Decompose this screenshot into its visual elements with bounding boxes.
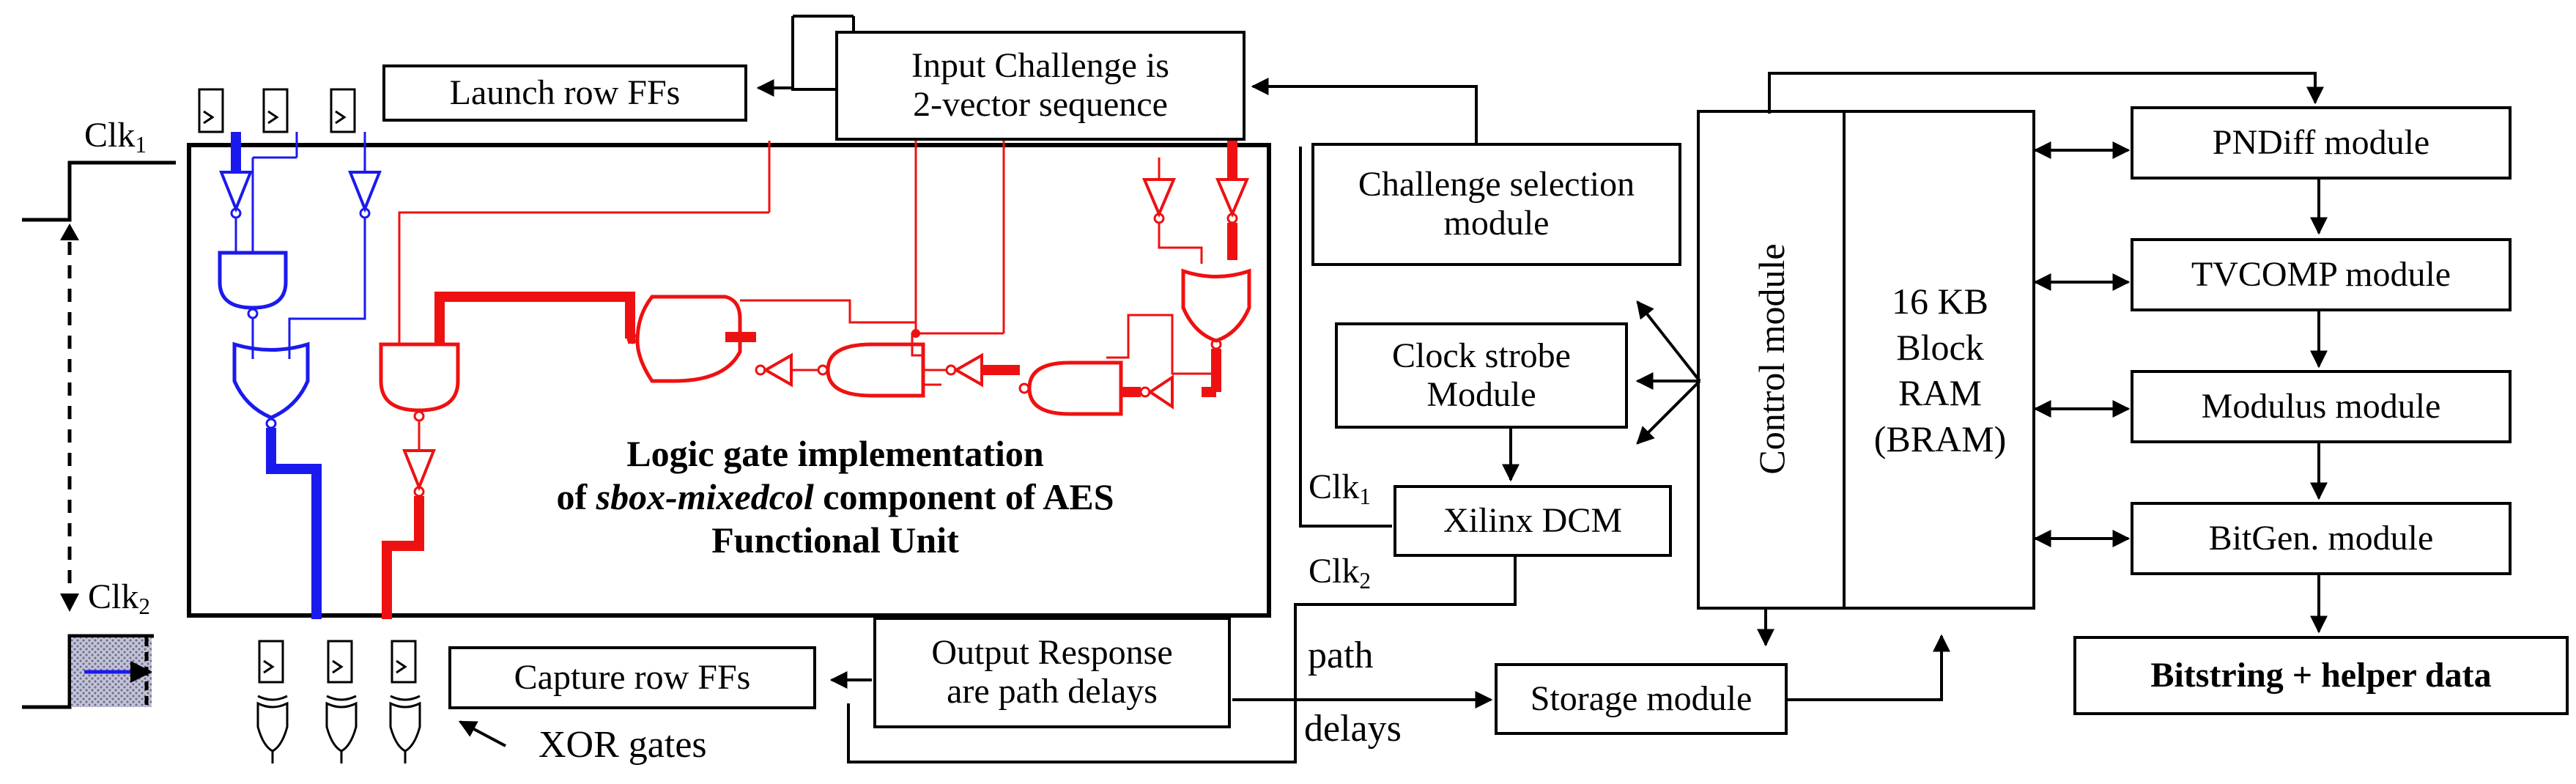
logic-caption: Logic gate implementation of sbox-mixedc… (556, 433, 1114, 561)
clk-arrow-down (60, 593, 79, 612)
challenge-selection-line1: Challenge selection (1358, 165, 1635, 204)
challenge-selection-line2: module (1443, 204, 1550, 243)
clock-strobe-line1: Clock strobe (1392, 336, 1571, 375)
clk1-dcm-label: Clk1 (1309, 467, 1371, 509)
clk1-left-label: Clk1 (84, 116, 147, 158)
logic-block (187, 143, 1271, 618)
launch-flip-flops (198, 88, 356, 133)
input-challenge-line2: 2-vector sequence (913, 85, 1168, 124)
xilinx-dcm-label: Xilinx DCM (1443, 500, 1623, 540)
bitstring-label: Bitstring + helper data (2150, 655, 2492, 695)
xor-gate-icon (256, 695, 421, 763)
clk2-left-label: Clk2 (88, 577, 150, 619)
modulus-label: Modulus module (2201, 386, 2441, 426)
connectors (756, 15, 2328, 763)
tvcomp-module-box: TVCOMP module (2131, 238, 2512, 311)
control-module-label: Control module (1750, 243, 1792, 475)
pndiff-label: PNDiff module (2212, 122, 2430, 162)
capture-row-ffs-box: Capture row FFs (448, 646, 816, 709)
control-bram-block (1697, 110, 2035, 610)
xor-gates-label: XOR gates (538, 724, 707, 766)
pndiff-module-box: PNDiff module (2131, 106, 2512, 180)
storage-module-label: Storage module (1530, 678, 1753, 718)
input-challenge-box: Input Challenge is 2-vector sequence (835, 31, 1246, 141)
capture-flip-flops (258, 640, 417, 684)
clock-strobe-box: Clock strobe Module (1335, 322, 1628, 429)
bram-label: 16 KB Block RAM (BRAM) (1873, 281, 2007, 459)
path-label: path (1308, 635, 1374, 676)
tvcomp-label: TVCOMP module (2191, 254, 2451, 294)
modulus-module-box: Modulus module (2131, 370, 2512, 443)
input-challenge-line1: Input Challenge is (911, 46, 1169, 86)
storage-module-box: Storage module (1495, 663, 1788, 735)
output-response-line1: Output Response (931, 633, 1173, 673)
clk-arrow-up (60, 223, 79, 240)
challenge-selection-box: Challenge selection module (1311, 143, 1681, 266)
clock-strobe-line2: Module (1426, 374, 1536, 414)
capture-row-label: Capture row FFs (514, 657, 751, 697)
bitstring-box: Bitstring + helper data (2073, 636, 2569, 715)
clk2-dcm-label: Clk2 (1309, 552, 1371, 593)
clock-waveform-icon (22, 160, 176, 709)
bitgen-label: BitGen. module (2208, 518, 2434, 558)
delays-label: delays (1304, 708, 1402, 750)
blue-path (218, 132, 382, 619)
output-response-line2: are path delays (947, 672, 1158, 711)
output-response-box: Output Response are path delays (873, 617, 1231, 728)
xilinx-dcm-box: Xilinx DCM (1394, 485, 1672, 557)
launch-row-ffs-box: Launch row FFs (382, 64, 747, 122)
launch-row-label: Launch row FFs (449, 73, 681, 112)
red-path (379, 141, 1251, 619)
bitgen-module-box: BitGen. module (2131, 502, 2512, 575)
